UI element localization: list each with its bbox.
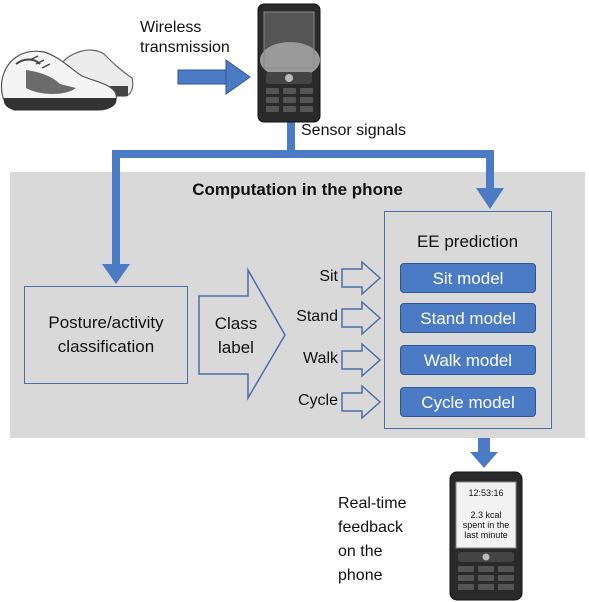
activity-arrows bbox=[341, 260, 382, 420]
activity-label-stand: Stand bbox=[296, 308, 338, 325]
class-label-line1: Class bbox=[214, 314, 258, 333]
feedback-line3: on the bbox=[338, 543, 383, 560]
sit-model-box: Sit model bbox=[400, 263, 536, 293]
activity-label-walk: Walk bbox=[303, 350, 338, 367]
phone-screen-line2: spent in the bbox=[462, 520, 510, 530]
feedback-line4: phone bbox=[338, 567, 383, 584]
ee-prediction-box: EE prediction Sit model Stand model Walk… bbox=[384, 211, 552, 429]
wireless-label: Wireless transmission bbox=[140, 18, 230, 58]
feedback-arrow bbox=[470, 438, 498, 468]
wireless-label-line1: Wireless bbox=[140, 19, 202, 36]
posture-label-line2: classification bbox=[57, 337, 155, 356]
wireless-label-line2: transmission bbox=[140, 39, 230, 56]
activity-label-sit: Sit bbox=[319, 268, 338, 285]
sensor-signal-arrows bbox=[102, 122, 504, 284]
feedback-line2: feedback bbox=[338, 519, 403, 536]
class-label-text: Class label bbox=[206, 312, 266, 360]
computation-title: Computation in the phone bbox=[192, 180, 403, 199]
sensor-signals-label: Sensor signals bbox=[301, 122, 406, 139]
phone-screen-time: 12:53:16 bbox=[468, 488, 504, 498]
class-label-line2: label bbox=[218, 338, 254, 357]
mobile-phone-icon bbox=[449, 471, 523, 601]
class-label-arrow bbox=[198, 267, 286, 401]
phone-screen: 12:53:16 2.3 kcal spent in the last minu… bbox=[456, 488, 516, 540]
feedback-line1: Real-time bbox=[338, 495, 407, 512]
ee-prediction-title: EE prediction bbox=[416, 232, 519, 251]
walk-model-box: Walk model bbox=[400, 345, 536, 375]
mobile-phone-icon bbox=[257, 3, 321, 123]
sneakers-icon bbox=[0, 49, 134, 111]
posture-label-line1: Posture/activity bbox=[48, 313, 164, 332]
wireless-arrow bbox=[177, 59, 251, 95]
phone-screen-line3: last minute bbox=[464, 530, 508, 540]
feedback-label: Real-time feedback on the phone bbox=[338, 492, 406, 588]
cycle-model-box: Cycle model bbox=[400, 387, 536, 417]
stand-model-box: Stand model bbox=[400, 303, 536, 333]
posture-classification-box: Posture/activity classification bbox=[24, 286, 188, 384]
activity-label-cycle: Cycle bbox=[297, 392, 338, 409]
phone-screen-line1: 2.3 kcal bbox=[470, 510, 502, 520]
